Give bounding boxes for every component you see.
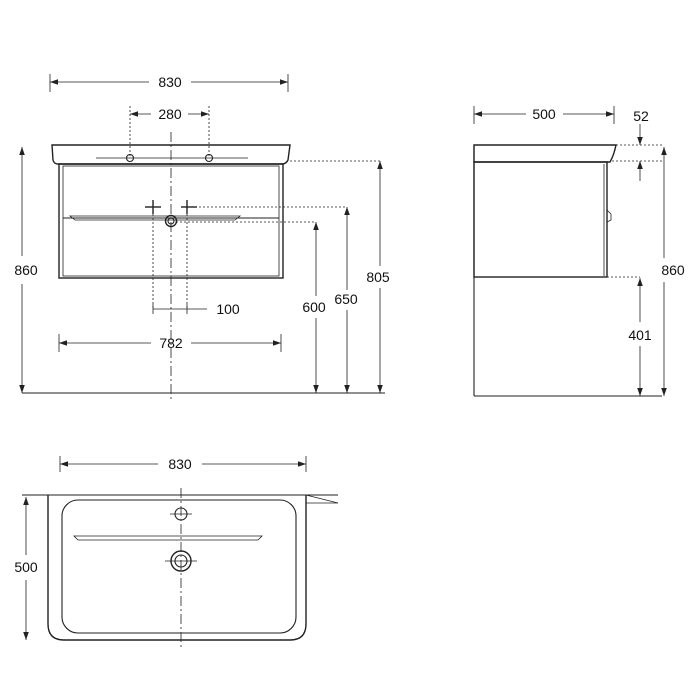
plan-top-extension <box>305 494 339 504</box>
dim-plan-500-text: 500 <box>14 559 38 575</box>
front-drawer-handle-recess <box>68 215 242 221</box>
side-view: 500 52 860 401 <box>473 106 685 397</box>
plan-basin-outline <box>47 495 307 641</box>
dim-280-text: 280 <box>158 106 182 122</box>
plan-view: 830 500 <box>14 456 339 648</box>
dim-600-text: 600 <box>302 299 326 315</box>
side-basin-top <box>473 144 617 163</box>
dim-100-text: 100 <box>216 301 240 317</box>
plan-bowl <box>61 499 297 634</box>
dim-830-text: 830 <box>158 74 182 90</box>
dim-side-500-text: 500 <box>532 106 556 122</box>
side-cabinet <box>473 161 608 278</box>
dim-860-text: 860 <box>14 262 38 278</box>
dim-side-860-text: 860 <box>661 262 685 278</box>
plan-overflow-slot <box>73 535 263 541</box>
dim-782-text: 782 <box>159 335 183 351</box>
side-handle <box>606 209 612 223</box>
dim-650-text: 650 <box>334 291 358 307</box>
front-view: 830 280 860 100 782 600 650 805 <box>14 74 390 402</box>
dim-plan-830-text: 830 <box>168 456 192 472</box>
dim-805-text: 805 <box>366 269 390 285</box>
dim-401-text: 401 <box>628 327 652 343</box>
dim-52-text: 52 <box>633 108 649 124</box>
